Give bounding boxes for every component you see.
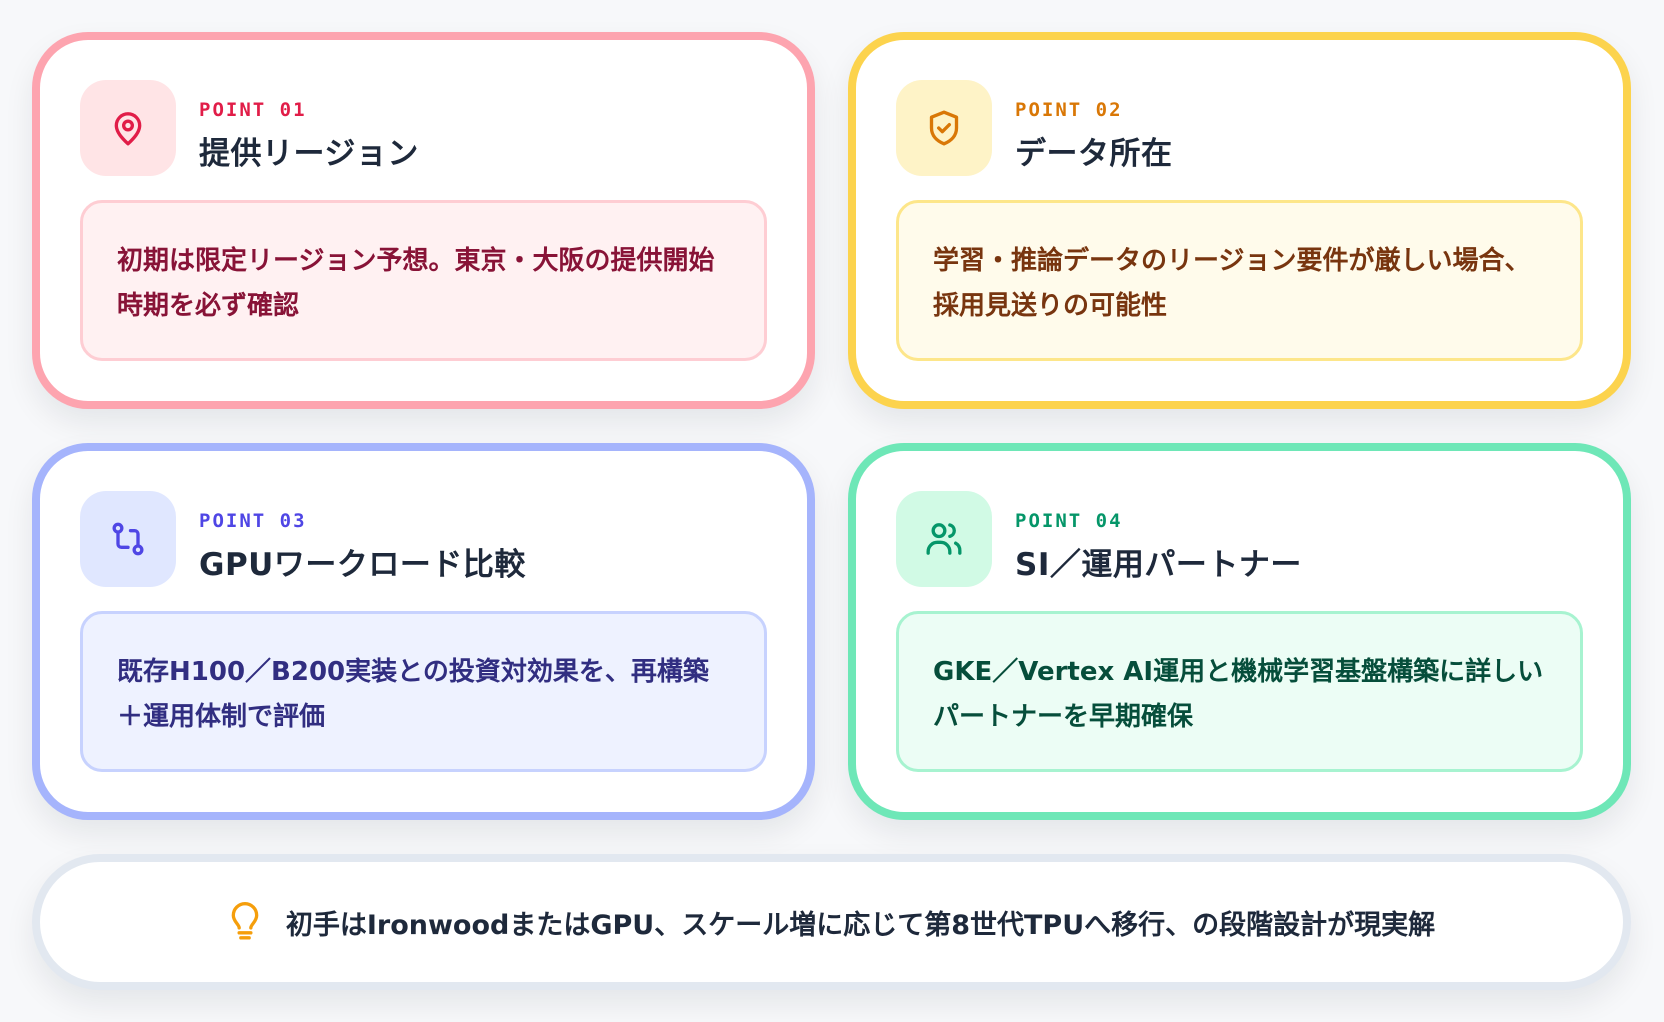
point-description: GKE／Vertex AI運用と機械学習基盤構築に詳しいパートナーを早期確保 (896, 611, 1583, 772)
lightbulb-icon (231, 902, 259, 940)
point-title: SI／運用パートナー (1015, 547, 1302, 583)
git-compare-icon (112, 522, 144, 556)
users-icon (926, 523, 962, 555)
point-title: 提供リージョン (199, 136, 419, 172)
point-description: 学習・推論データのリージョン要件が厳しい場合、採用見送りの可能性 (896, 200, 1583, 361)
point-card-region: POINT 01 提供リージョン 初期は限定リージョン予想。東京・大阪の提供開始… (32, 32, 815, 409)
icon-tile (80, 491, 176, 587)
point-number: POINT 03 (199, 510, 307, 532)
shield-check-icon (929, 110, 959, 146)
point-title: データ所在 (1015, 136, 1173, 172)
icon-tile (896, 491, 992, 587)
point-card-partner: POINT 04 SI／運用パートナー GKE／Vertex AI運用と機械学習… (848, 443, 1631, 820)
point-description: 既存H100／B200実装との投資対効果を、再構築＋運用体制で評価 (80, 611, 767, 772)
point-description: 初期は限定リージョン予想。東京・大阪の提供開始時期を必ず確認 (80, 200, 767, 361)
point-number: POINT 04 (1015, 510, 1123, 532)
point-number: POINT 02 (1015, 99, 1123, 121)
point-title: GPUワークロード比較 (199, 547, 526, 583)
icon-tile (80, 80, 176, 176)
point-number: POINT 01 (199, 99, 307, 121)
point-card-data-residency: POINT 02 データ所在 学習・推論データのリージョン要件が厳しい場合、採用… (848, 32, 1631, 409)
map-pin-icon (114, 112, 142, 146)
icon-tile (896, 80, 992, 176)
conclusion-text: 初手はIronwoodまたはGPU、スケール増に応じて第8世代TPUへ移行、の段… (285, 909, 1436, 941)
conclusion-banner: 初手はIronwoodまたはGPU、スケール増に応じて第8世代TPUへ移行、の段… (32, 854, 1631, 990)
point-card-gpu-comparison: POINT 03 GPUワークロード比較 既存H100／B200実装との投資対効… (32, 443, 815, 820)
